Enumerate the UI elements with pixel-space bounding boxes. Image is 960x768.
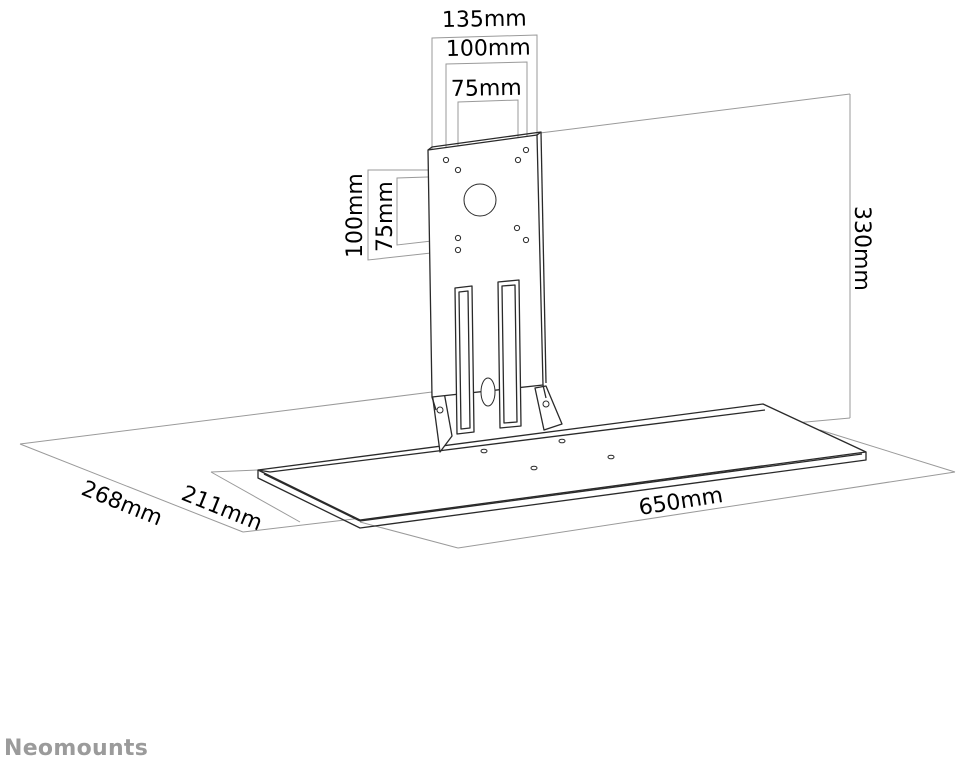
shelf-screw-hole [558, 438, 566, 444]
vesa-hole [514, 156, 522, 164]
shelf-screw-hole [530, 465, 538, 471]
vesa-hole [454, 166, 462, 174]
dim-100mm-top: 100mm [446, 36, 531, 62]
vesa-hole [454, 246, 462, 254]
vesa-hole [442, 156, 450, 164]
dim-135mm: 135mm [442, 7, 527, 33]
keyboard-shelf [257, 403, 867, 529]
dimension-lines [19, 34, 956, 549]
vesa-plate [427, 131, 547, 435]
vesa-hole [454, 234, 462, 242]
lower-cable-hole [480, 377, 496, 407]
slot-right [497, 279, 522, 429]
dim-330mm: 330mm [849, 206, 874, 291]
slot-left [454, 285, 475, 435]
shelf-screw-hole [607, 454, 615, 460]
dim-75mm-top: 75mm [451, 76, 522, 102]
gusset-screw [436, 406, 444, 414]
dim-75mm-side: 75mm [373, 181, 398, 252]
vesa-hole [513, 224, 521, 232]
brand-logo: Neomounts [4, 736, 149, 761]
center-cable-hole [463, 183, 497, 217]
vesa-hole [522, 146, 530, 154]
gusset-screw [542, 400, 550, 408]
support-gussets [431, 385, 563, 453]
vesa-hole [522, 236, 530, 244]
dim-211mm: 211mm [178, 481, 266, 536]
dim-100mm-side: 100mm [343, 173, 368, 258]
shelf-screw-hole [480, 448, 488, 454]
